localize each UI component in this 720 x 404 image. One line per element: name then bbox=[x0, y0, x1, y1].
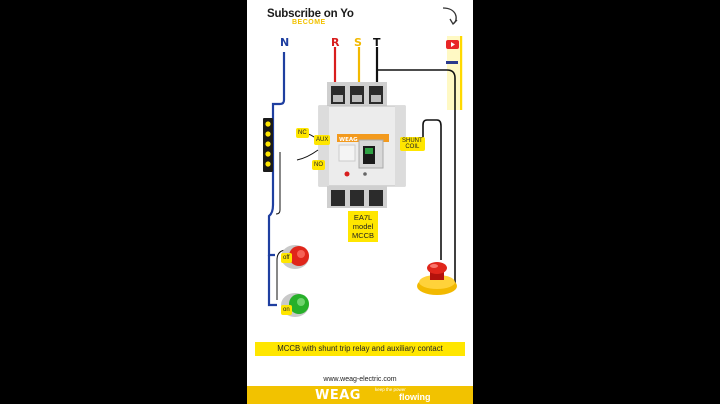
off-tag: off bbox=[281, 253, 292, 263]
side-bar-bg bbox=[447, 36, 463, 110]
model-line-1: EA7L bbox=[353, 213, 373, 222]
emergency-stop-button[interactable] bbox=[417, 262, 457, 295]
become-text: BECOME bbox=[292, 19, 326, 26]
shunt-coil-line2: COIL bbox=[405, 144, 420, 150]
nc-tag: NC bbox=[296, 128, 309, 138]
scroll-arrow-icon[interactable] bbox=[442, 7, 458, 26]
phase-label-r: R bbox=[331, 36, 340, 49]
footer-bar bbox=[247, 386, 473, 404]
model-label: EA7L model MCCB bbox=[348, 211, 378, 242]
mccb-device: WEAG bbox=[318, 82, 406, 208]
blue-mark bbox=[446, 61, 458, 64]
on-tag: on bbox=[281, 305, 292, 315]
off-pushbutton[interactable] bbox=[281, 245, 309, 269]
phase-label-s: S bbox=[354, 36, 362, 49]
phase-label-n: N bbox=[280, 36, 290, 49]
phase-label-t: T bbox=[373, 36, 381, 49]
brand-flowing: flowing bbox=[399, 392, 431, 402]
model-line-3: MCCB bbox=[351, 231, 375, 240]
aux-tag: AUX bbox=[314, 135, 331, 145]
subscribe-text: Subscribe on Yo bbox=[267, 8, 354, 20]
side-bar-line bbox=[460, 36, 462, 110]
diagram-panel: Subscribe on Yo BECOME bbox=[247, 0, 473, 404]
terminal-block bbox=[263, 118, 273, 172]
shunt-coil-tag: SHUNT COIL bbox=[400, 137, 425, 151]
website-url[interactable]: www.weag-electric.com bbox=[311, 374, 409, 385]
shunt-coil-line1: SHUNT bbox=[402, 138, 423, 144]
device-brand: WEAG bbox=[339, 137, 358, 143]
model-line-2: model bbox=[352, 222, 374, 231]
no-tag: NO bbox=[312, 160, 325, 170]
brand-slogan: keep the power bbox=[375, 387, 406, 392]
brand-logo: WEAG bbox=[315, 388, 361, 403]
diagram-caption: MCCB with shunt trip relay and auxiliary… bbox=[255, 342, 465, 356]
